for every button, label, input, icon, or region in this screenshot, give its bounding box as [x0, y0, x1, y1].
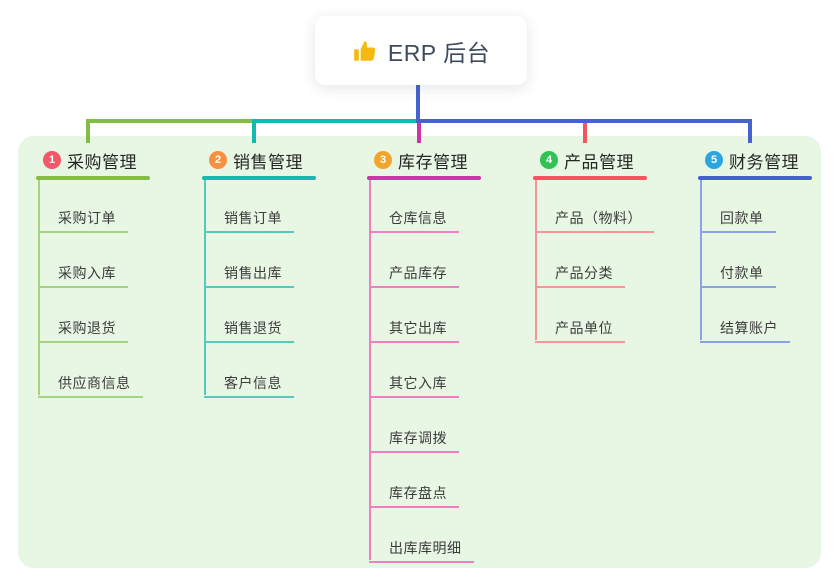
branch-title-label: 采购管理 [67, 152, 137, 172]
child-node[interactable]: 仓库信息 [369, 198, 459, 233]
children-connector-line [700, 180, 702, 340]
branch: 4 产品管理 产品（物料） 产品分类产品单位 [533, 147, 703, 343]
child-node-label: 产品单位 [555, 320, 613, 336]
branches-panel-background [18, 136, 821, 568]
connector-segment [748, 119, 752, 143]
branch-header-node[interactable]: 3 库存管理 [367, 147, 537, 173]
child-node[interactable]: 采购退货 [38, 308, 128, 343]
child-node-label: 采购订单 [58, 210, 116, 226]
connector-segment [583, 119, 587, 143]
child-node[interactable]: 其它入库 [369, 363, 459, 398]
branch-number-badge: 2 [209, 151, 227, 169]
child-node-label: 客户信息 [224, 375, 282, 391]
child-node-label: 供应商信息 [58, 375, 131, 391]
branch-header-node[interactable]: 4 产品管理 [533, 147, 703, 173]
child-node[interactable]: 客户信息 [204, 363, 294, 398]
child-node-label: 库存盘点 [389, 485, 447, 501]
child-node-label: 采购退货 [58, 320, 116, 336]
child-node[interactable]: 付款单 [700, 253, 776, 288]
child-node-label: 回款单 [720, 210, 764, 226]
child-node-label: 销售订单 [224, 210, 282, 226]
connector-segment [416, 84, 420, 123]
branch-header-node[interactable]: 5 财务管理 [698, 147, 839, 173]
child-node[interactable]: 供应商信息 [38, 363, 143, 398]
child-node-label: 采购入库 [58, 265, 116, 281]
root-node[interactable]: ERP 后台 [315, 16, 527, 85]
child-node-label: 销售退货 [224, 320, 282, 336]
child-node-label: 付款单 [720, 265, 764, 281]
branch-header-node[interactable]: 1 采购管理 [36, 147, 206, 173]
connector-segment [416, 119, 752, 123]
branch: 1 采购管理 采购订单采购入库采购退货供应商信息 [36, 147, 206, 398]
branch-number-badge: 4 [540, 151, 558, 169]
branch-underline [202, 176, 316, 180]
child-node[interactable]: 回款单 [700, 198, 776, 233]
child-node-label: 销售出库 [224, 265, 282, 281]
child-node[interactable]: 销售订单 [204, 198, 294, 233]
branch-title-label: 库存管理 [398, 152, 468, 172]
child-node[interactable]: 其它出库 [369, 308, 459, 343]
connector-segment [252, 119, 420, 123]
children-connector-line [369, 180, 371, 560]
child-node-label: 库存调拨 [389, 430, 447, 446]
branch-underline [698, 176, 812, 180]
child-node[interactable]: 产品（物料） [535, 198, 654, 233]
branch-header-node[interactable]: 2 销售管理 [202, 147, 372, 173]
child-node-label: 出库库明细 [389, 540, 462, 556]
branch-number-badge: 5 [705, 151, 723, 169]
child-node-label: 产品（物料） [555, 210, 642, 226]
children-connector-line [535, 180, 537, 340]
connector-segment [252, 119, 256, 143]
child-node[interactable]: 库存调拨 [369, 418, 459, 453]
child-node[interactable]: 产品分类 [535, 253, 625, 288]
connector-segment [417, 119, 421, 143]
branch-number-badge: 1 [43, 151, 61, 169]
child-node[interactable]: 出库库明细 [369, 528, 474, 563]
branch-title-label: 财务管理 [729, 152, 799, 172]
child-node[interactable]: 库存盘点 [369, 473, 459, 508]
child-node-label: 结算账户 [720, 320, 778, 336]
child-node[interactable]: 采购入库 [38, 253, 128, 288]
branch: 5 财务管理 回款单付款单结算账户 [698, 147, 839, 343]
child-node[interactable]: 销售退货 [204, 308, 294, 343]
child-node[interactable]: 产品单位 [535, 308, 625, 343]
branch-title-label: 销售管理 [233, 152, 303, 172]
child-node-label: 仓库信息 [389, 210, 447, 226]
branch: 3 库存管理 仓库信息产品库存其它出库其它入库库存调拨库存盘点出库库明细 [367, 147, 537, 563]
branch: 2 销售管理 销售订单销售出库销售退货客户信息 [202, 147, 372, 398]
child-node-label: 其它入库 [389, 375, 447, 391]
child-node[interactable]: 结算账户 [700, 308, 790, 343]
connector-segment [86, 119, 90, 143]
branch-title-label: 产品管理 [564, 152, 634, 172]
thumbs-up-icon [352, 38, 378, 64]
branch-underline [367, 176, 481, 180]
child-node[interactable]: 采购订单 [38, 198, 128, 233]
child-node[interactable]: 销售出库 [204, 253, 294, 288]
branch-underline [36, 176, 150, 180]
child-node-label: 产品库存 [389, 265, 447, 281]
branch-number-badge: 3 [374, 151, 392, 169]
child-node-label: 产品分类 [555, 265, 613, 281]
branch-underline [533, 176, 647, 180]
child-node-label: 其它出库 [389, 320, 447, 336]
child-node[interactable]: 产品库存 [369, 253, 459, 288]
root-node-title: ERP 后台 [387, 39, 491, 66]
